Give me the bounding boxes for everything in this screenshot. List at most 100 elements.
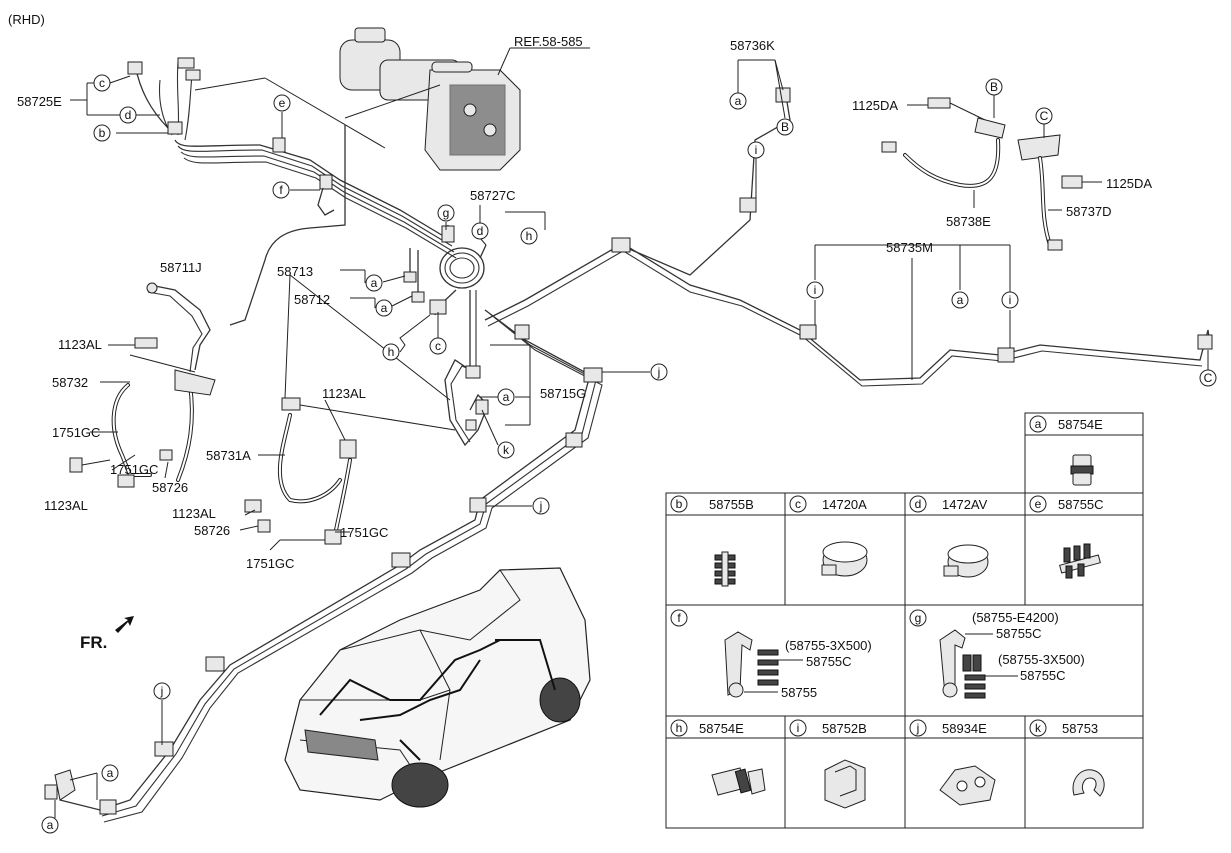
abs-module-illustration — [339, 27, 590, 171]
label-1751GC-2: 1751GC — [110, 462, 158, 477]
svg-text:a: a — [107, 766, 114, 780]
legend-j-part: 58934E — [942, 721, 987, 736]
rear-hose-illustrations — [881, 97, 1083, 251]
legend-cell-a: a 58754E — [1029, 415, 1103, 486]
vehicle-illustration — [284, 567, 591, 808]
svg-text:c: c — [795, 497, 801, 511]
grommet-k-icon — [1072, 769, 1105, 797]
label-1751GC-1: 1751GC — [52, 425, 100, 440]
callout-C1: C — [1035, 107, 1053, 125]
label-58725E: 58725E — [17, 94, 62, 109]
label-58732: 58732 — [52, 375, 88, 390]
rear-u-loop-tube — [444, 290, 489, 447]
svg-text:i: i — [797, 721, 800, 735]
svg-text:a: a — [47, 818, 54, 832]
label-1123AL-1: 1123AL — [58, 337, 102, 352]
svg-text:g: g — [443, 206, 450, 220]
brake-line-coil — [403, 224, 487, 316]
callout-a2: a — [375, 299, 393, 317]
svg-text:j: j — [539, 499, 543, 513]
legend-g-clip-mid: 58755C — [1020, 668, 1066, 683]
label-58715G: 58715G — [540, 386, 586, 401]
svg-text:a: a — [381, 301, 388, 315]
legend-cell-c: c 14720A — [789, 495, 868, 577]
front-arrow-icon — [115, 616, 134, 633]
svg-text:d: d — [125, 108, 132, 122]
legend-b-part: 58755B — [709, 497, 754, 512]
legend-cell-b: b 58755B — [670, 495, 754, 587]
svg-text:d: d — [477, 224, 484, 238]
svg-text:b: b — [676, 497, 683, 511]
callout-j3: j — [153, 682, 171, 700]
label-58713: 58713 — [277, 264, 313, 279]
clamp-c-icon — [821, 541, 868, 577]
label-1125DA-top: 1125DA — [852, 98, 898, 113]
legend-cell-h: h 58754E — [670, 719, 766, 796]
rhd-label: (RHD) — [8, 12, 45, 27]
svg-text:a: a — [503, 390, 510, 404]
svg-text:b: b — [99, 126, 106, 140]
legend-table — [665, 412, 1144, 829]
svg-text:a: a — [371, 276, 378, 290]
callout-f1: f — [272, 181, 290, 199]
callout-d2: d — [471, 222, 489, 240]
svg-text:C: C — [1040, 109, 1049, 123]
clip-j-icon — [939, 765, 996, 806]
ref-label: REF.58-585 — [514, 34, 583, 49]
main-brake-lines — [44, 87, 1213, 823]
callout-b1: b — [93, 124, 111, 142]
clamp-d-icon — [943, 544, 989, 578]
legend-k-part: 58753 — [1062, 721, 1098, 736]
svg-text:B: B — [990, 80, 998, 94]
callout-g1: g — [437, 204, 455, 222]
left-brake-hose-assembly — [69, 282, 216, 488]
svg-text:i: i — [814, 283, 817, 297]
label-58738E: 58738E — [946, 214, 991, 229]
callout-c1: c — [93, 74, 111, 92]
callout-a6: a — [729, 92, 747, 110]
callout-k1: k — [497, 441, 515, 459]
legend-f-clip: 58755C — [806, 654, 852, 669]
svg-text:j: j — [160, 684, 164, 698]
callout-a5: a — [41, 816, 59, 834]
label-58726-2: 58726 — [194, 523, 230, 538]
label-1123AL-2: 1123AL — [44, 498, 88, 513]
legend-cell-g: g (58755-E4200) 58755C (58755-3X500) 587… — [909, 609, 1085, 699]
svg-text:k: k — [503, 443, 510, 457]
svg-text:h: h — [526, 229, 533, 243]
svg-text:C: C — [1204, 371, 1213, 385]
clip-e-icon — [1059, 543, 1101, 579]
label-58726-1: 58726 — [152, 480, 188, 495]
front-brake-tube-bundle — [127, 57, 457, 326]
legend-g-clip-top: 58755C — [996, 626, 1042, 641]
callout-j2: j — [532, 497, 550, 515]
callout-a4: a — [101, 764, 119, 782]
legend-f-code: (58755-3X500) — [785, 638, 872, 653]
label-1125DA-right: 1125DA — [1106, 176, 1152, 191]
svg-text:a: a — [957, 293, 964, 307]
callout-B2: B — [985, 78, 1003, 96]
clip-b-icon — [714, 551, 736, 587]
svg-text:c: c — [99, 76, 105, 90]
legend-cell-i: i 58752B — [789, 719, 867, 809]
callout-C2: C — [1199, 369, 1217, 387]
callout-e1: e — [273, 94, 291, 112]
svg-text:h: h — [388, 345, 395, 359]
clip-assembly-g-icon — [939, 629, 1018, 699]
svg-text:h: h — [676, 721, 683, 735]
legend-cell-f: f (58755-3X500) 58755C 58755 — [670, 609, 872, 700]
label-58711J: 58711J — [160, 260, 202, 275]
svg-text:i: i — [755, 143, 758, 157]
callout-a7: a — [951, 291, 969, 309]
callout-i2: i — [806, 281, 824, 299]
fitting-a-icon — [1070, 454, 1094, 486]
callout-a3: a — [497, 388, 515, 406]
callout-a1: a — [365, 274, 383, 292]
label-58736K: 58736K — [730, 38, 775, 53]
label-58731A: 58731A — [206, 448, 251, 463]
svg-text:j: j — [916, 721, 920, 735]
label-58727C: 58727C — [470, 188, 516, 203]
svg-text:f: f — [279, 183, 283, 197]
callout-h2: h — [382, 343, 400, 361]
svg-text:k: k — [1035, 721, 1042, 735]
